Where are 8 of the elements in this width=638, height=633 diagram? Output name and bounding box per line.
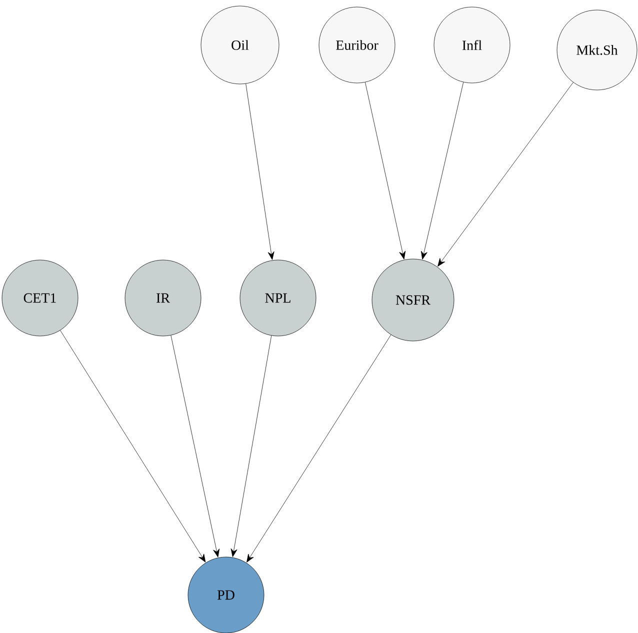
- arrow: [365, 82, 406, 260]
- arrow: [421, 82, 464, 260]
- arrow: [230, 335, 272, 558]
- arrow: [60, 330, 206, 562]
- arrow: [170, 335, 220, 558]
- arrow: [438, 82, 574, 267]
- arrow: [246, 84, 274, 260]
- arrow: [246, 334, 392, 562]
